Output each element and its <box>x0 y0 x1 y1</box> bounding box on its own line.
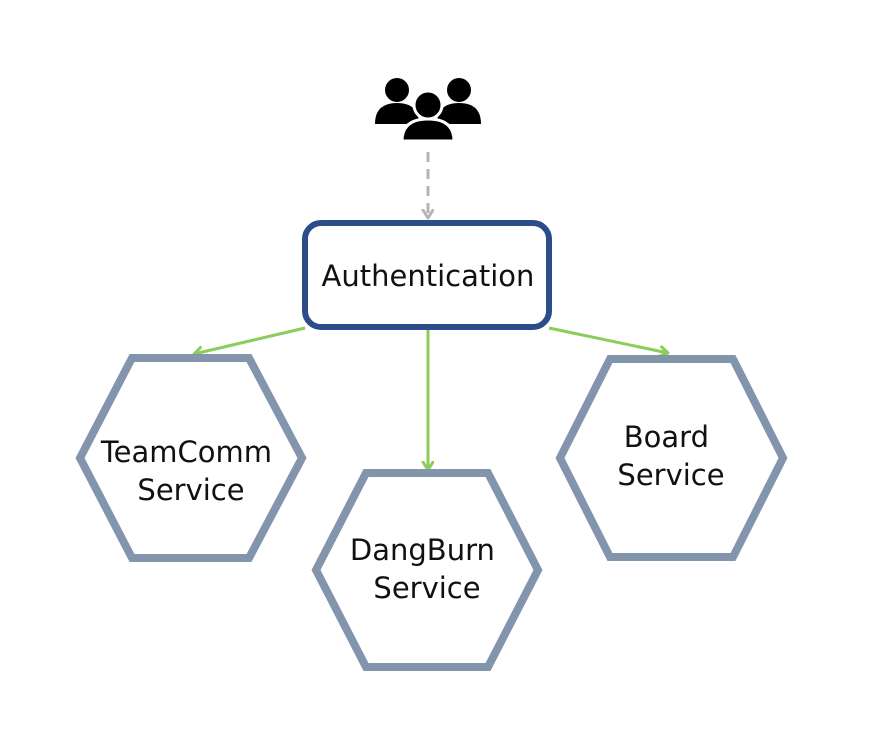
users-group-icon <box>375 78 481 143</box>
teamcomm-service-node: TeamComm Service <box>75 354 307 562</box>
authentication-label: Authentication <box>322 259 535 293</box>
dangburn-label-line2: Service <box>373 571 480 605</box>
teamcomm-label-line1: TeamComm <box>100 435 272 469</box>
dangburn-label-line1: DangBurn <box>350 533 495 567</box>
svg-text:TeamComm Service: TeamComm Service <box>100 435 281 507</box>
dangburn-service-node: DangBurn Service <box>311 469 543 671</box>
authentication-node: Authentication <box>302 220 552 330</box>
auth-to-board-arrow <box>548 326 668 353</box>
teamcomm-label-line2: Service <box>137 473 244 507</box>
auth-to-teamcomm-arrow <box>194 326 306 354</box>
board-service-node: Board Service <box>555 355 788 561</box>
board-label-line2: Service <box>617 458 724 492</box>
board-label-line1: Board <box>624 420 709 454</box>
svg-text:DangBurn Service: DangBurn Service <box>350 533 504 605</box>
svg-text:Board Service: Board Service <box>617 420 724 492</box>
